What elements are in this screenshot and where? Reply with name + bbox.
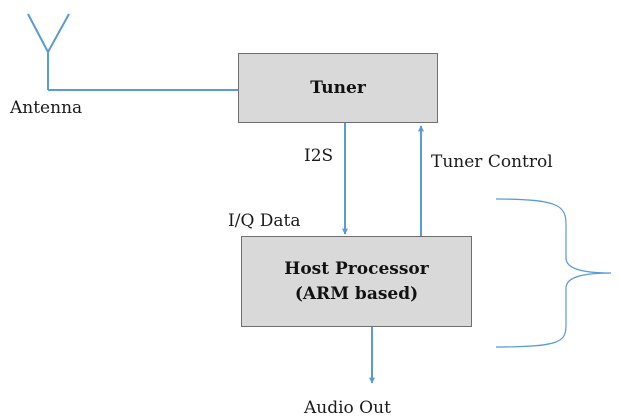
- antenna-icon: [27, 13, 70, 90]
- audio-out-label: Audio Out: [304, 398, 391, 418]
- iq-data-label: I/Q Data: [228, 211, 301, 231]
- antenna-label: Antenna: [10, 98, 83, 118]
- tuner-block: Tuner: [238, 53, 438, 123]
- host-processor-block: Host Processor (ARM based): [241, 236, 472, 327]
- tuner-label: Tuner: [310, 77, 366, 98]
- tuner-control-label: Tuner Control: [431, 152, 553, 172]
- host-processor-label-line2: (ARM based): [294, 283, 419, 304]
- host-processor-label-line1: Host Processor: [284, 258, 429, 279]
- i2s-label: I2S: [304, 146, 334, 166]
- curly-brace-icon: [495, 198, 612, 348]
